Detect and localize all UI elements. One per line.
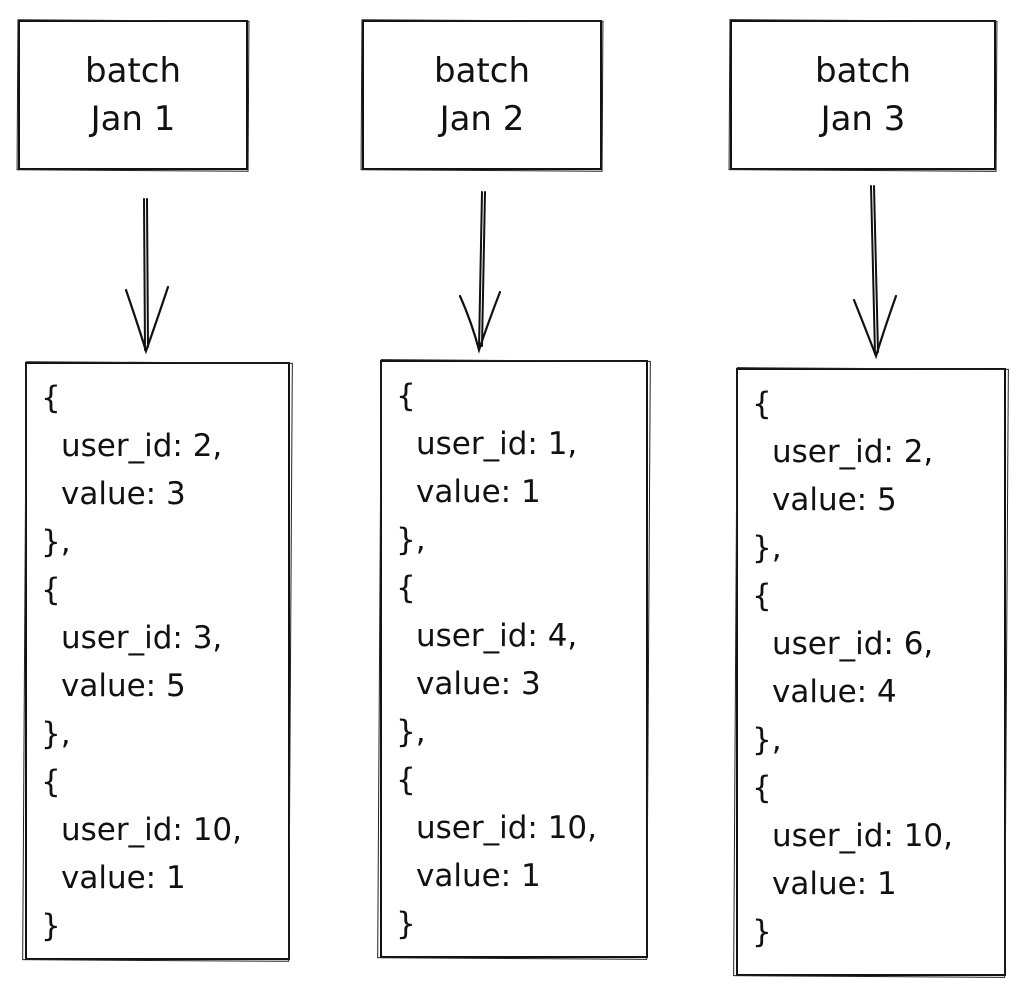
- batch-title: batch: [434, 51, 530, 91]
- open-brace: {: [752, 770, 772, 806]
- record: { user_id: 2, value: 5 },: [738, 380, 1004, 572]
- open-brace: {: [41, 764, 61, 800]
- user-id-field: user_id: 2,: [61, 428, 223, 464]
- batch-header-jan3: batch Jan 3: [730, 20, 996, 170]
- value-field: value: 1: [416, 858, 541, 894]
- value-field: value: 3: [416, 666, 541, 702]
- record: { user_id: 1, value: 1 },: [382, 372, 646, 564]
- user-id-field: user_id: 10,: [61, 812, 243, 848]
- batch-header-jan1: batch Jan 1: [18, 20, 248, 170]
- close-brace: }: [752, 914, 772, 950]
- user-id-field: user_id: 3,: [61, 620, 223, 656]
- user-id-field: user_id: 1,: [416, 426, 578, 462]
- close-brace: },: [752, 530, 782, 566]
- value-field: value: 4: [772, 674, 897, 710]
- value-field: value: 5: [772, 482, 897, 518]
- open-brace: {: [396, 570, 416, 606]
- batch-date: Jan 3: [820, 99, 906, 139]
- records-box-jan2: { user_id: 1, value: 1 }, { user_id: 4, …: [380, 360, 648, 958]
- down-arrow-icon: [124, 198, 170, 355]
- record: { user_id: 2, value: 3 },: [27, 374, 288, 566]
- record: { user_id: 4, value: 3 },: [382, 564, 646, 756]
- record: { user_id: 10, value: 1 }: [382, 756, 646, 948]
- close-brace: }: [396, 906, 416, 942]
- batch-title: batch: [85, 51, 181, 91]
- value-field: value: 3: [61, 476, 186, 512]
- down-arrow-icon: [458, 191, 502, 354]
- open-brace: {: [752, 578, 772, 614]
- records-box-jan3: { user_id: 2, value: 5 }, { user_id: 6, …: [736, 368, 1006, 976]
- batch-header-jan2: batch Jan 2: [362, 20, 602, 170]
- value-field: value: 1: [416, 474, 541, 510]
- open-brace: {: [41, 380, 61, 416]
- value-field: value: 1: [61, 860, 186, 896]
- open-brace: {: [752, 386, 772, 422]
- user-id-field: user_id: 2,: [772, 434, 934, 470]
- record: { user_id: 10, value: 1 }: [738, 764, 1004, 956]
- user-id-field: user_id: 4,: [416, 618, 578, 654]
- open-brace: {: [41, 572, 61, 608]
- record: { user_id: 6, value: 4 },: [738, 572, 1004, 764]
- user-id-field: user_id: 10,: [416, 810, 598, 846]
- user-id-field: user_id: 10,: [772, 818, 954, 854]
- batch-date: Jan 2: [439, 99, 525, 139]
- open-brace: {: [396, 762, 416, 798]
- down-arrow-icon: [852, 185, 898, 360]
- close-brace: },: [752, 722, 782, 758]
- close-brace: },: [41, 524, 71, 560]
- record: { user_id: 3, value: 5 },: [27, 566, 288, 758]
- open-brace: {: [396, 378, 416, 414]
- batch-title: batch: [815, 51, 911, 91]
- close-brace: },: [396, 714, 426, 750]
- close-brace: },: [396, 522, 426, 558]
- close-brace: },: [41, 716, 71, 752]
- batch-date: Jan 1: [90, 99, 176, 139]
- close-brace: }: [41, 908, 61, 944]
- value-field: value: 5: [61, 668, 186, 704]
- records-box-jan1: { user_id: 2, value: 3 }, { user_id: 3, …: [25, 362, 290, 960]
- user-id-field: user_id: 6,: [772, 626, 934, 662]
- value-field: value: 1: [772, 866, 897, 902]
- record: { user_id: 10, value: 1 }: [27, 758, 288, 950]
